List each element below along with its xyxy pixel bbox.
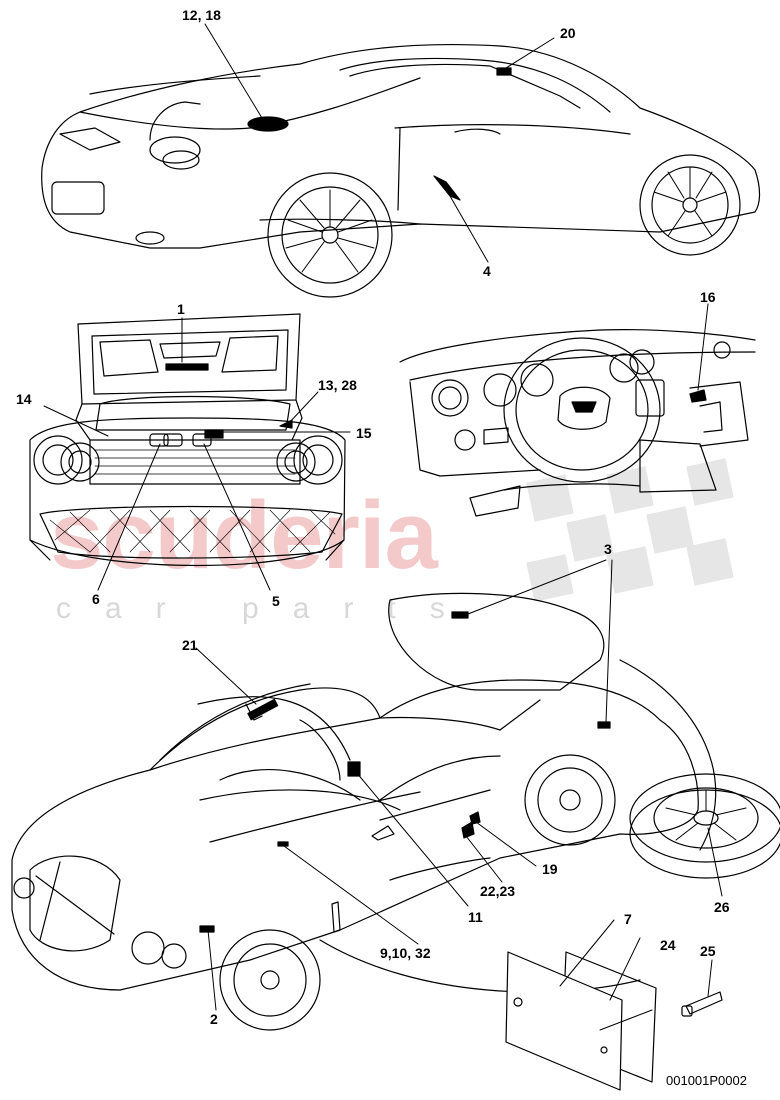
callout-12-18: 12, 18 <box>182 7 221 23</box>
callout-15: 15 <box>356 425 372 441</box>
callout-5: 5 <box>272 593 280 609</box>
callout-2: 2 <box>210 1011 218 1027</box>
leader-lines <box>43 23 723 1031</box>
callout-25: 25 <box>700 943 716 959</box>
callout-19: 19 <box>542 861 558 877</box>
callout-24: 24 <box>660 937 676 953</box>
callout-22-23: 22,23 <box>480 883 516 899</box>
callout-13-28: 13, 28 <box>318 377 357 393</box>
diagram-code: 001001P0002 <box>666 1073 747 1088</box>
callout-6: 6 <box>92 591 100 607</box>
callout-14: 14 <box>16 391 32 407</box>
watermark-tagline: car parts <box>56 592 479 625</box>
callout-26: 26 <box>714 899 730 915</box>
callout-1: 1 <box>177 301 185 317</box>
callout-3: 3 <box>604 541 612 557</box>
front-view-car <box>11 592 717 1031</box>
plate-assembly <box>505 951 723 1091</box>
engine-bay-view <box>29 313 346 567</box>
dashboard-view <box>399 329 756 517</box>
callout-20: 20 <box>560 25 576 41</box>
watermark-brand: scuderia <box>50 482 438 589</box>
callout-16: 16 <box>700 289 716 305</box>
callout-21: 21 <box>182 637 198 653</box>
callout-9-10-32: 9,10, 32 <box>380 945 431 961</box>
rear-view-car <box>41 44 761 298</box>
spare-wheel <box>629 773 780 879</box>
callout-7: 7 <box>624 911 632 927</box>
callout-11: 11 <box>468 909 483 925</box>
callout-4: 4 <box>483 263 491 279</box>
